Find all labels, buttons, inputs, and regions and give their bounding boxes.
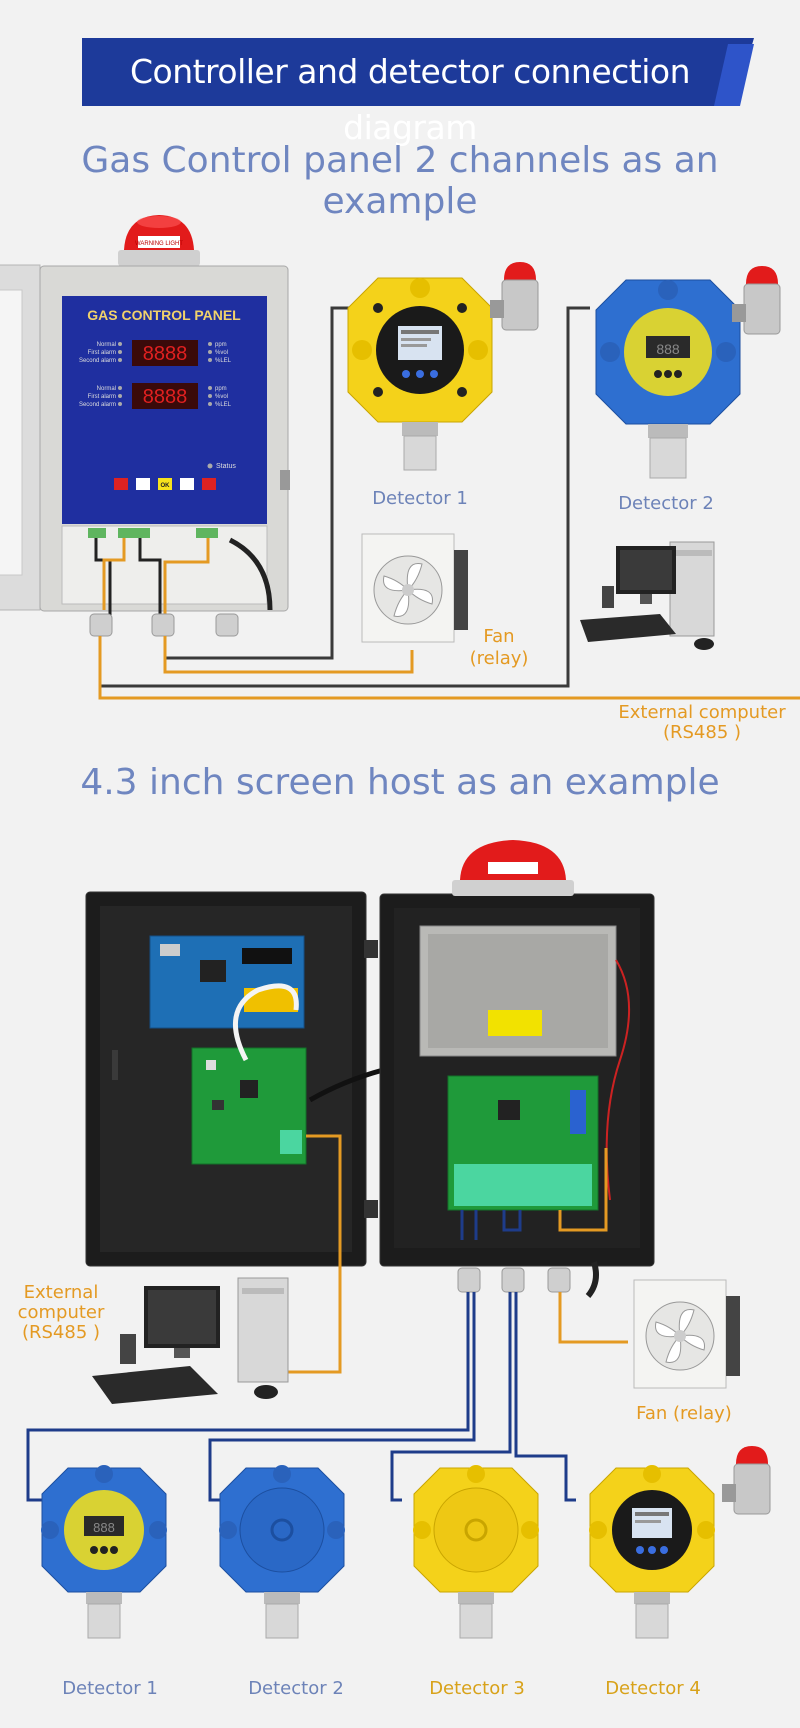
- svg-text:First alarm: First alarm: [88, 394, 116, 400]
- s2-detector4-label: Detector 4: [605, 1678, 701, 1699]
- alarm-light-icon: [490, 262, 539, 331]
- wire-fan: [163, 636, 414, 674]
- svg-text:Second alarm: Second alarm: [79, 402, 116, 408]
- svg-text:%vol: %vol: [215, 394, 228, 400]
- svg-text:ppm: ppm: [215, 342, 227, 348]
- title-banner-shape: [82, 38, 754, 106]
- svg-text:%LEL: %LEL: [215, 358, 232, 364]
- panel-buttons: OK: [114, 478, 216, 490]
- section1-diagram: WARNING LIGHT GAS CONTROL PANEL Normal F…: [0, 215, 800, 700]
- wire-detector2: [208, 1292, 476, 1502]
- warning-light-icon: [118, 215, 200, 266]
- diagram-title: Controller and detector connection diagr…: [129, 52, 691, 147]
- wire-fan: [558, 1292, 628, 1344]
- wire-computer: [272, 1134, 342, 1374]
- warning-light-label: WARNING LIGHT: [135, 241, 183, 247]
- computer-icon: [92, 1277, 289, 1404]
- fan-icon: [633, 1279, 740, 1389]
- pcb-board-icon: [149, 935, 305, 1029]
- section1-title: Gas Control panel 2 channels as an examp…: [81, 140, 719, 222]
- detector-icon: [589, 1465, 715, 1639]
- channel2-display: Normal First alarm Second alarm 8888 ppm…: [79, 383, 232, 409]
- s1-detector2-label: Detector 2: [618, 493, 714, 514]
- wire-detector1: [26, 1292, 470, 1502]
- s2-fan-label: Fan (relay): [636, 1403, 732, 1424]
- s2-detector2-label: Detector 2: [248, 1678, 344, 1699]
- pcb-board-icon: [447, 1075, 599, 1211]
- svg-text:%LEL: %LEL: [215, 402, 232, 408]
- cabinet-door: [0, 264, 41, 611]
- svg-text:888: 888: [93, 1520, 115, 1535]
- svg-text:Second alarm: Second alarm: [79, 358, 116, 364]
- alarm-light-icon: [732, 266, 781, 335]
- section2-diagram: 888: [26, 840, 771, 1639]
- warning-light-icon: [452, 840, 574, 896]
- svg-text:%vol: %vol: [215, 350, 228, 356]
- svg-text:Normal: Normal: [97, 386, 116, 392]
- s1-fan-label: Fan (relay): [469, 626, 529, 669]
- svg-text:8888: 8888: [143, 386, 188, 408]
- svg-text:ppm: ppm: [215, 386, 227, 392]
- channel1-display: Normal First alarm Second alarm 8888 ppm…: [79, 340, 232, 366]
- section2-title: 4.3 inch screen host as an example: [80, 762, 720, 803]
- cable-glands: [89, 613, 239, 637]
- panel-name: GAS CONTROL PANEL: [87, 307, 241, 323]
- s2-computer-label: External computer (RS485 ): [17, 1282, 105, 1343]
- s2-detector3-label: Detector 3: [429, 1678, 525, 1699]
- status-label: Status: [216, 463, 236, 470]
- detector-icon: 888: [41, 1465, 167, 1639]
- svg-text:OK: OK: [161, 483, 171, 489]
- pcb-board-icon: [191, 1047, 307, 1165]
- svg-text:888: 888: [656, 341, 680, 357]
- svg-text:Normal: Normal: [97, 342, 116, 348]
- power-supply-icon: [419, 925, 617, 1057]
- wire-computer: [98, 636, 800, 700]
- svg-text:8888: 8888: [143, 343, 188, 365]
- s1-detector1-label: Detector 1: [372, 488, 468, 509]
- s2-detector1-label: Detector 1: [62, 1678, 158, 1699]
- wire-detector4: [514, 1292, 576, 1502]
- fan-icon: [361, 533, 468, 643]
- s1-computer-label: External computer (RS485 ): [618, 702, 786, 743]
- wire-detector3: [390, 1292, 512, 1502]
- svg-text:First alarm: First alarm: [88, 350, 116, 356]
- detector-icon: [413, 1465, 539, 1639]
- computer-icon: [580, 541, 715, 650]
- detector-icon: [347, 277, 493, 471]
- cable-glands: [457, 1267, 571, 1293]
- alarm-light-icon: [722, 1446, 771, 1515]
- detector-icon: [219, 1465, 345, 1639]
- detector-icon: 888: [595, 279, 741, 479]
